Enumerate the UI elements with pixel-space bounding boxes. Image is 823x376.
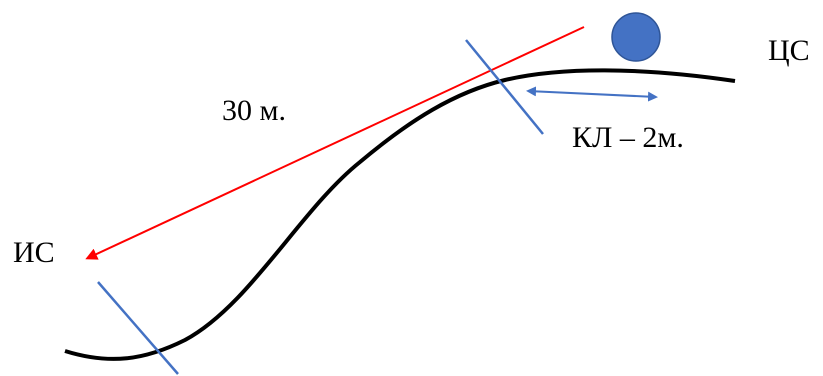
kl-double-arrow — [526, 86, 658, 102]
start-point-marker — [97, 281, 179, 375]
distance-label: 30 м. — [222, 94, 286, 127]
target-point-label: ЦС — [768, 34, 810, 67]
range-arrow — [85, 26, 585, 260]
hill-profile-curve — [64, 68, 736, 361]
target-point-marker — [465, 39, 544, 135]
start-point-label: ИС — [13, 236, 55, 269]
kl-distance-label: КЛ – 2м. — [572, 121, 684, 154]
ball — [611, 12, 661, 62]
